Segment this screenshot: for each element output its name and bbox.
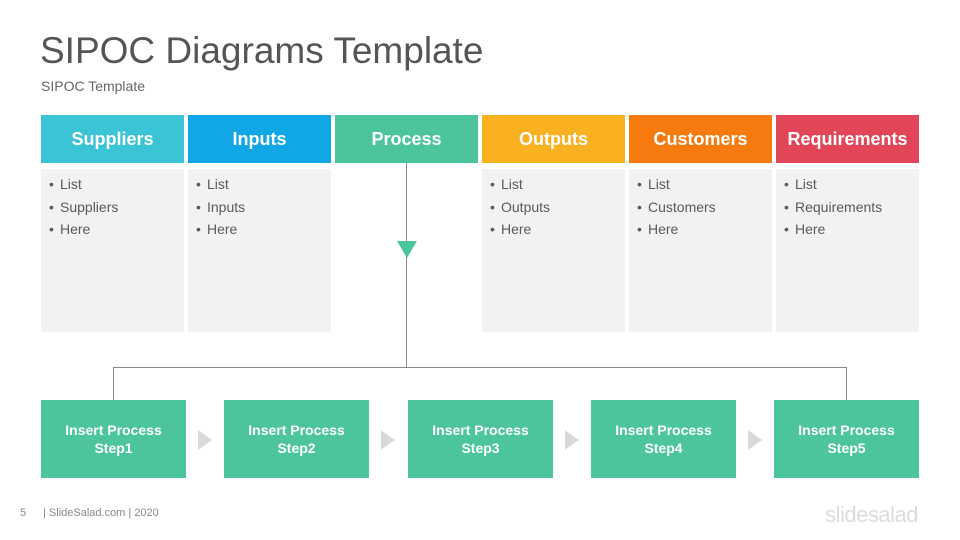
- column-header-suppliers: Suppliers: [41, 115, 184, 163]
- bracket-horizontal-line: [113, 367, 847, 368]
- list-item: •List: [196, 176, 229, 192]
- bracket-right-line: [846, 367, 847, 401]
- column-body-suppliers: •List •Suppliers •Here: [41, 169, 184, 332]
- list-item: •Here: [49, 221, 91, 237]
- list-item: •List: [490, 176, 523, 192]
- chevron-right-icon: [381, 430, 395, 450]
- column-header-inputs: Inputs: [188, 115, 331, 163]
- column-header-requirements: Requirements: [776, 115, 919, 163]
- list-item: •List: [49, 176, 82, 192]
- column-body-customers: •List •Customers •Here: [629, 169, 772, 332]
- list-item: •Requirements: [784, 198, 883, 215]
- column-body-outputs: •List •Outputs •Here: [482, 169, 625, 332]
- chevron-right-icon: [198, 430, 212, 450]
- process-connector-line: [406, 163, 407, 368]
- slidesalad-logo: slidesalad: [825, 502, 918, 527]
- list-item: •Outputs: [490, 198, 551, 215]
- list-item: •Inputs: [196, 198, 246, 215]
- down-arrow-icon: [397, 241, 417, 258]
- column-header-customers: Customers: [629, 115, 772, 163]
- chevron-right-icon: [748, 430, 762, 450]
- list-item: •List: [637, 176, 670, 192]
- list-item: •Here: [637, 221, 679, 237]
- slide-subtitle: SIPOC Template: [41, 78, 146, 94]
- column-header-outputs: Outputs: [482, 115, 625, 163]
- list-item: •Here: [196, 221, 238, 237]
- list-item: •Customers: [637, 198, 716, 215]
- bracket-left-line: [113, 367, 114, 401]
- column-body-inputs: •List •Inputs •Here: [188, 169, 331, 332]
- list-item: •Here: [784, 221, 826, 237]
- column-body-requirements: •List •Requirements •Here: [776, 169, 919, 332]
- slide-title: SIPOC Diagrams Template: [40, 30, 484, 71]
- footer-text: | SlideSalad.com | 2020: [43, 507, 159, 519]
- list-item: •List: [784, 176, 817, 192]
- chevron-right-icon: [565, 430, 579, 450]
- column-header-process: Process: [335, 115, 478, 163]
- page-number: 5: [20, 507, 27, 519]
- list-item: •Suppliers: [49, 198, 119, 215]
- list-item: •Here: [490, 221, 532, 237]
